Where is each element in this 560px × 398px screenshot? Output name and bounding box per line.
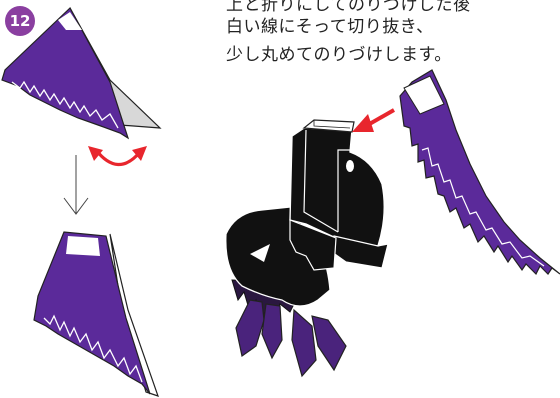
leg-right-b — [311, 315, 347, 372]
foot — [289, 219, 337, 271]
instruction-line-1: 上と折りにしてのりづけした後 — [226, 0, 471, 15]
curved-double-arrow-icon — [88, 146, 147, 167]
purple-front — [1, 7, 130, 140]
cut-piece-bottom — [33, 231, 159, 397]
step-number-badge: 12 — [5, 6, 35, 36]
cape-body — [399, 69, 560, 276]
cape-white-tab — [403, 75, 445, 115]
purple-body — [33, 231, 151, 395]
white-tab-2 — [66, 236, 100, 256]
white-tab — [58, 12, 82, 30]
white-cut-line-2 — [43, 314, 143, 383]
instruction-line-3: 少し丸めてのりづけします。 — [226, 45, 452, 65]
lower-body — [225, 205, 331, 307]
leg-left — [235, 299, 265, 358]
cape-piece — [399, 69, 560, 276]
eye — [346, 160, 354, 172]
white-cut-line — [11, 80, 119, 129]
down-arrow-icon — [63, 155, 89, 215]
red-arrow-icon — [352, 108, 395, 132]
side-notch — [250, 244, 270, 262]
instruction-line-2: 白い線にそって切り抜き、 — [226, 17, 434, 37]
head-top — [302, 119, 355, 133]
leg-mid — [261, 303, 283, 360]
cape-white-line — [421, 147, 545, 267]
creature-assembly — [225, 119, 389, 378]
leg-right-a — [291, 308, 317, 378]
folded-piece-top — [1, 7, 162, 140]
